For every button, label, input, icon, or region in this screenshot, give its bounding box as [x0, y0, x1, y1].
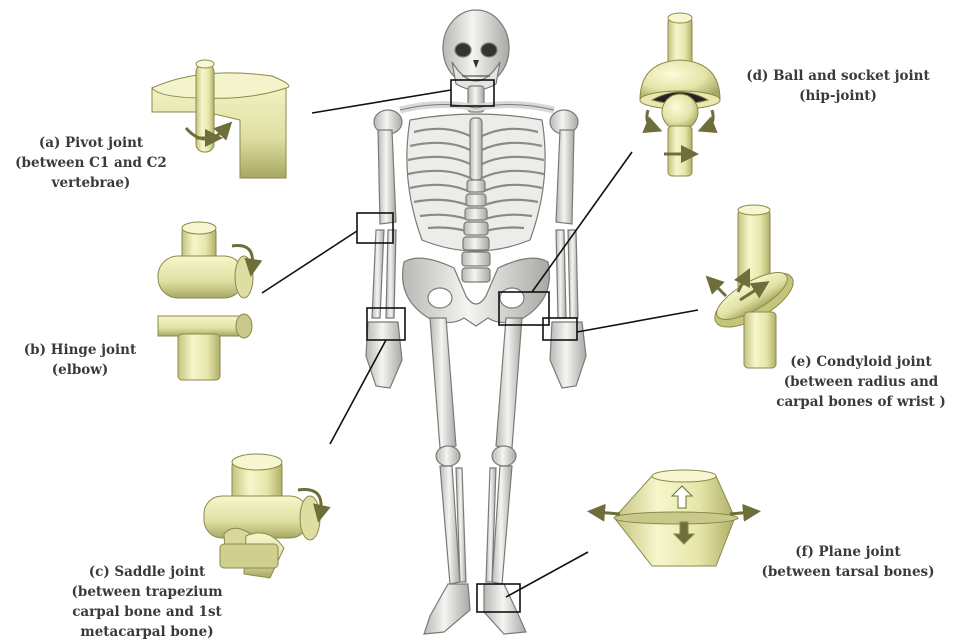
saddle-joint-illustration	[204, 454, 321, 578]
ball-socket-connector	[532, 152, 632, 292]
saddle-joint-label: (c) Saddle joint (between trapezium carp…	[52, 562, 242, 642]
ball-socket-joint-label: (d) Ball and socket joint (hip-joint)	[724, 66, 952, 106]
pivot-label-line-1: (a) Pivot joint	[6, 133, 176, 153]
plane-label-line-1: (f) Plane joint	[748, 542, 948, 562]
condyloid-label-line-1: (e) Condyloid joint	[756, 352, 966, 372]
hinge-connector	[262, 231, 357, 293]
condyloid-label-line-2: (between radius and	[756, 372, 966, 392]
ball-socket-label-line-2: (hip-joint)	[724, 86, 952, 106]
pivot-label-line-3: vertebrae)	[6, 173, 176, 193]
saddle-label-line-4: metacarpal bone)	[52, 622, 242, 642]
condyloid-joint-label: (e) Condyloid joint (between radius and …	[756, 352, 966, 412]
ball-socket-joint-illustration	[640, 13, 720, 176]
pivot-joint-label: (a) Pivot joint (between C1 and C2 verte…	[6, 133, 176, 193]
plane-joint-illustration	[596, 470, 752, 566]
saddle-connector	[330, 340, 386, 444]
hinge-joint-illustration	[158, 222, 253, 380]
skeleton-figure	[366, 10, 586, 634]
plane-connector	[506, 552, 588, 597]
condyloid-joint-illustration	[707, 205, 801, 368]
hinge-label-line-1: (b) Hinge joint	[12, 340, 148, 360]
condyloid-label-line-3: carpal bones of wrist )	[756, 392, 966, 412]
plane-label-line-2: (between tarsal bones)	[748, 562, 948, 582]
saddle-label-line-2: (between trapezium	[52, 582, 242, 602]
pivot-label-line-2: (between C1 and C2	[6, 153, 176, 173]
hinge-label-line-2: (elbow)	[12, 360, 148, 380]
plane-joint-label: (f) Plane joint (between tarsal bones)	[748, 542, 948, 582]
saddle-label-line-1: (c) Saddle joint	[52, 562, 242, 582]
ball-socket-label-line-1: (d) Ball and socket joint	[724, 66, 952, 86]
condyloid-connector	[577, 310, 698, 332]
saddle-label-line-3: carpal bone and 1st	[52, 602, 242, 622]
hinge-joint-label: (b) Hinge joint (elbow)	[12, 340, 148, 380]
